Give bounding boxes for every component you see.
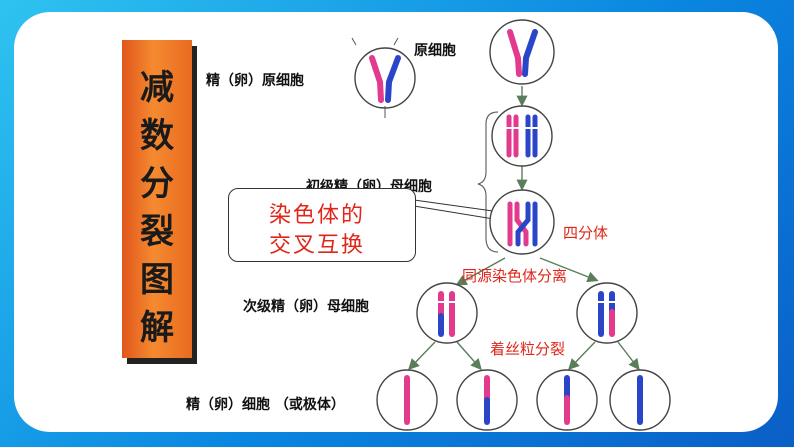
label-tetrad: 四分体 — [563, 224, 609, 242]
title-char: 减 — [140, 68, 174, 108]
arrow — [456, 341, 482, 371]
cell-primordial-left — [354, 47, 416, 118]
cell-gamete-1 — [376, 369, 438, 431]
cell-secondary-left — [416, 282, 478, 344]
arrow — [539, 257, 599, 283]
arrows — [408, 86, 640, 371]
cell-gamete-2 — [456, 369, 518, 431]
arrow — [617, 341, 640, 371]
arrow — [408, 341, 436, 371]
label-centromere-split: 着丝粒分裂 — [490, 340, 566, 358]
callout-crossover: 染色体的 交叉互换 — [228, 188, 416, 262]
title-char: 解 — [140, 308, 174, 348]
cell-gamete-4 — [609, 369, 671, 431]
label-secondary: 次级精（卵）母细胞 — [243, 299, 369, 315]
brace — [477, 111, 499, 253]
label-homolog-separation: 同源染色体分离 — [462, 267, 568, 285]
cell-gamete-3 — [536, 369, 598, 431]
label-primordial-left: 精（卵）原细胞 — [206, 73, 304, 89]
cell-tetrad — [489, 189, 555, 255]
callout-line: 染色体的 — [269, 203, 366, 228]
title-banner: 减 数 分 裂 图 解 — [122, 40, 192, 358]
cell-secondary-right — [576, 282, 638, 344]
title-char: 图 — [140, 260, 174, 300]
label-gametes: 精（卵）细胞 （或极体） — [186, 397, 345, 413]
label-primordial-top: 原细胞 — [414, 43, 456, 59]
arrow — [568, 341, 596, 371]
cell-primordial-top — [351, 19, 555, 85]
title-char: 分 — [140, 164, 174, 204]
title-char: 数 — [140, 116, 174, 156]
cell-primary — [491, 105, 553, 167]
callout-line: 交叉互换 — [269, 233, 366, 258]
arrow — [455, 257, 506, 286]
title-char: 裂 — [140, 212, 174, 252]
